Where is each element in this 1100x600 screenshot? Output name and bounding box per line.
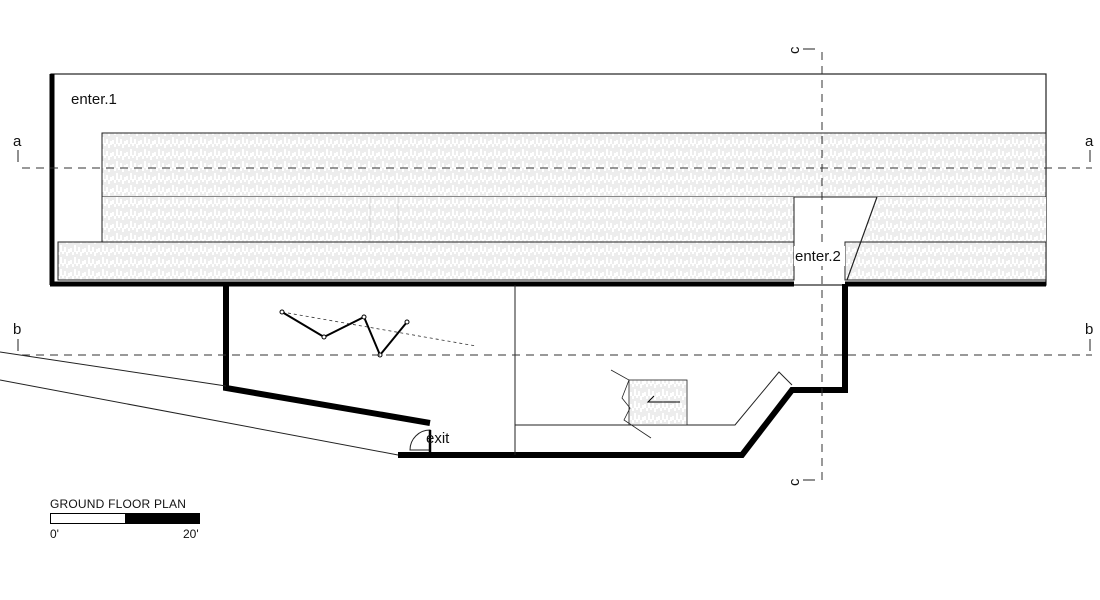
wall-lower-west [223,284,431,426]
terrain-line-upper [0,351,227,387]
room-label-enter-2: enter.2 [795,248,841,265]
room-label-enter-1: enter.1 [71,91,117,108]
hatched-band-bottom [57,241,795,281]
section-marker-c-bottom: c [786,478,803,486]
section-marker-c-top: c [786,46,803,54]
scale-bar-black-segment [125,514,199,523]
wall-lower-south-east [398,284,848,458]
entry-ramp-line [846,196,878,281]
hatched-band-right [862,197,1046,242]
scale-bar [50,513,200,524]
scale-bar-white-segment [51,514,125,523]
hatched-band-lower-left [102,197,794,242]
terrain-line-lower [0,379,399,456]
section-marker-a-right: a [1085,133,1094,150]
stair [610,369,688,439]
section-marker-b-right: b [1085,321,1093,338]
zigzag-element [279,309,477,358]
interior-stair-wall [515,371,793,426]
room-label-exit: exit [426,430,450,447]
enter-2-label-bg [794,246,845,266]
hatched-band-upper [101,132,1047,198]
exit-door-swing [409,429,431,451]
plan-title: GROUND FLOOR PLAN [50,497,187,511]
section-marker-a-left: a [13,133,22,150]
scale-min-label: 0' [50,527,59,541]
section-marker-b-left: b [13,321,21,338]
scale-max-label: 20' [183,527,199,541]
hatched-band-right-lower [844,241,1047,281]
